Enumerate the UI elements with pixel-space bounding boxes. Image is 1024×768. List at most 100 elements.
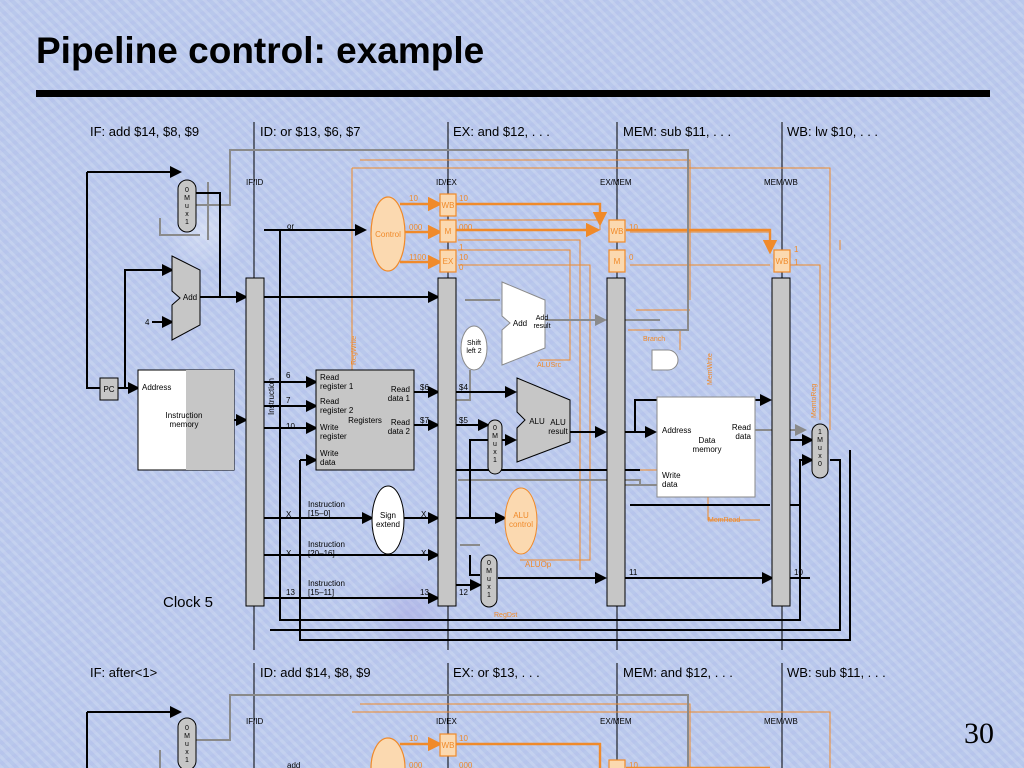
inactive-paths [159, 149, 807, 546]
branch-adder-label: Add [513, 319, 527, 328]
branch-and-gate [651, 349, 679, 371]
aluop-label: ALUOp [525, 560, 552, 569]
next-stage-wb-label: WB: sub $11, . . . [787, 665, 886, 680]
x-rt-out: X [421, 549, 427, 558]
next-reg-memwb-label: MEM/WB [764, 717, 798, 726]
alu-label: ALU [529, 417, 545, 426]
title-rule [36, 90, 990, 97]
control-pipeline-boxes [439, 193, 791, 273]
alu-control-unit [504, 487, 538, 555]
val-d6: $6 [420, 383, 429, 392]
alu-src-mux [487, 419, 503, 475]
next-reg-exmem-label: EX/MEM [600, 717, 632, 726]
control-lines [351, 159, 841, 570]
exmem-wb-value: 10 [629, 223, 638, 232]
regdst-label: RegDst [494, 612, 517, 619]
idex-ex-value-10: 10 [459, 253, 468, 262]
val-d7: $7 [420, 416, 429, 425]
next-reg-idex-label: ID/EX [436, 717, 458, 726]
reg-num-10: 10 [286, 422, 295, 431]
pc-mux [177, 179, 197, 233]
dmem-address-label: Address [662, 426, 691, 435]
reg-num-7: 7 [286, 396, 291, 405]
instr-15-0-label: Instruction[15–0] [308, 500, 345, 518]
reg-num-6: 6 [286, 371, 291, 380]
rd-12: 12 [459, 588, 468, 597]
exmem-m-box: M [614, 257, 621, 266]
reg-ifid-label: IF/ID [246, 178, 264, 187]
sign-extend-unit [371, 485, 405, 555]
regwrite-label: RegWrite [351, 336, 358, 365]
ctl-wb-value: 10 [409, 194, 418, 203]
memwb-wb-box: WB [776, 257, 789, 266]
control-unit [370, 196, 406, 272]
control-unit-label: Control [375, 230, 401, 239]
x-rt-in: X [286, 549, 292, 558]
next-idex-wb-value: 10 [459, 734, 468, 743]
regdst-mux [480, 554, 498, 608]
reg-idex-label: ID/EX [436, 178, 458, 187]
stage-id-label: ID: or $13, $6, $7 [260, 124, 361, 139]
exmem-wb-box: WB [611, 227, 624, 236]
branch-adder [501, 281, 546, 366]
data-memory [656, 396, 756, 498]
stage-if-label: IF: add $14, $8, $9 [90, 124, 200, 139]
alusrc-label: ALUSrc [537, 362, 562, 369]
memtoreg-label: MemtoReg [811, 384, 818, 418]
pipeline-registers [245, 277, 791, 607]
stage-ex-label: EX: and $12, . . . [453, 124, 550, 139]
next-stage-id-label: ID: add $14, $8, $9 [260, 665, 371, 680]
x-imm-in: X [286, 510, 292, 519]
rd-13-in: 13 [286, 588, 295, 597]
val-d5: $5 [459, 416, 468, 425]
memread-label: MemRead [708, 517, 740, 524]
val-d4: $4 [459, 383, 468, 392]
reg-exmem-label: EX/MEM [600, 178, 632, 187]
rd-13-out: 13 [420, 588, 429, 597]
next-ctl-wb-value: 10 [409, 734, 418, 743]
next-idex-wb-box-rect [439, 733, 457, 757]
instr-15-11-label: Instruction[15–11] [308, 579, 345, 597]
next-exmem-wb-value: 10 [629, 761, 638, 768]
idex-ex-value-0: 0 [459, 263, 464, 272]
pc-register [99, 377, 119, 401]
imem-address-label: Address [142, 383, 171, 392]
next-pc-mux [177, 717, 197, 768]
memwrite-label: MemWrite [707, 353, 714, 385]
ctl-ex-value: 1100 [409, 253, 427, 262]
next-stage-mem-label: MEM: and $12, . . . [623, 665, 733, 680]
next-stage-if-label: IF: after<1> [90, 665, 158, 680]
alu-unit [516, 377, 571, 463]
pc-register-label: PC [103, 385, 114, 394]
next-opcode-add: add [287, 761, 300, 768]
next-reg-ifid-label: IF/ID [246, 717, 264, 726]
registers-name-label: Registers [348, 416, 382, 425]
next-control-unit [370, 737, 406, 768]
idex-ex-box: EX [443, 257, 454, 266]
pc-adder-label: Add [183, 293, 197, 302]
next-stage-ex-label: EX: or $13, . . . [453, 665, 540, 680]
wb-mux [811, 423, 829, 479]
next-idex-wb-box: WB [442, 741, 455, 750]
slide-title: Pipeline control: example [36, 30, 485, 71]
pc-adder [171, 255, 201, 341]
next-ctl-m-value: 000 [409, 761, 423, 768]
